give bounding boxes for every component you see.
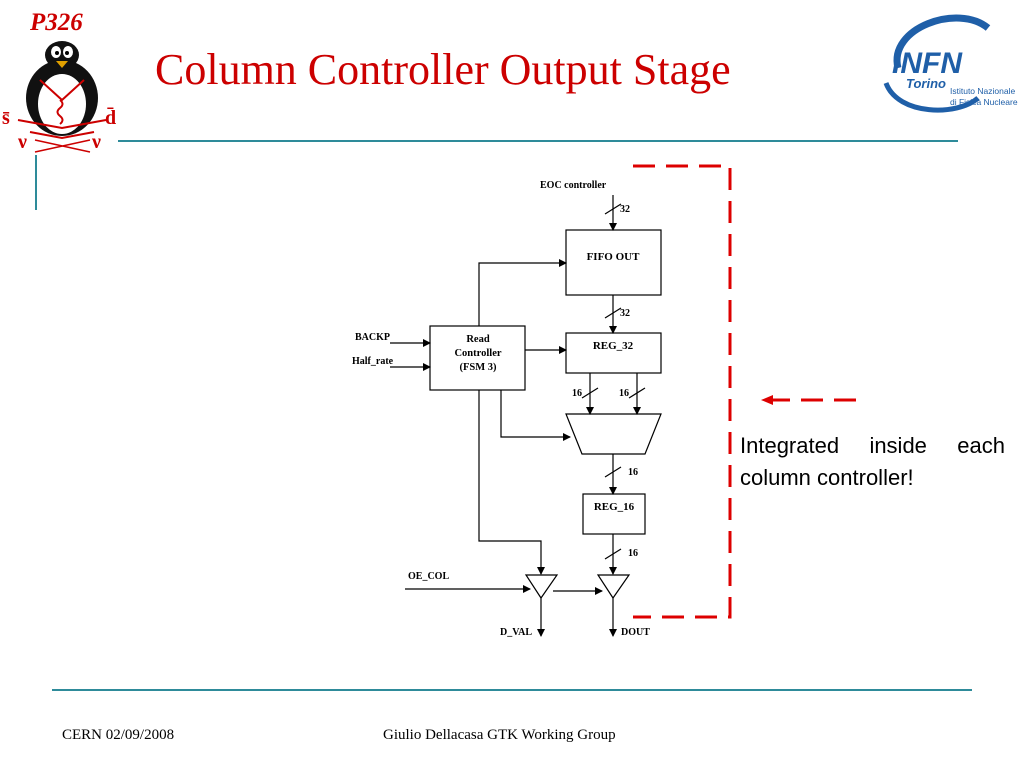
mux-width-label: 16 (628, 467, 638, 478)
left-divider (35, 155, 37, 210)
dout-label: DOUT (621, 627, 650, 638)
fifo-width-label: 32 (620, 308, 630, 319)
fifo-out-label: FIFO OUT (587, 251, 641, 263)
footer-date: CERN 02/09/2008 (62, 727, 175, 743)
left-width-label: 16 (572, 388, 582, 399)
infn-line2: di Fisica Nucleare (950, 97, 1018, 107)
backp-label: BACKP (355, 332, 390, 343)
p326-symbol-s: s̄ (2, 107, 10, 129)
p326-symbol-nu-left: ν (17, 131, 27, 153)
eoc-bus-tick (604, 203, 622, 215)
infn-arc-icon (893, 14, 991, 69)
right-width-label: 16 (619, 388, 629, 399)
read-ctrl-line1: Read (466, 334, 489, 345)
reg16-width-label: 16 (628, 548, 638, 559)
p326-logo: P326 s̄ d̄ ν ν (2, 9, 116, 153)
reg16-bus-tick (604, 548, 622, 560)
eoc-label: EOC controller (540, 180, 607, 191)
dout-buffer (596, 574, 631, 600)
integration-bracket (633, 164, 732, 619)
p326-symbol-d: d̄ (105, 106, 116, 129)
penguin-icon (17, 41, 107, 153)
reg16-label: REG_16 (594, 501, 635, 513)
mux-block (565, 413, 662, 455)
integration-note: Integrated inside each column controller… (740, 433, 1005, 490)
bottom-divider (52, 689, 972, 691)
top-divider (118, 140, 958, 142)
footer-author: Giulio Dellacasa GTK Working Group (383, 727, 616, 743)
fifo-bus-tick (604, 307, 622, 319)
dval-buffer (524, 574, 559, 600)
ctrl-mux-wire (500, 390, 571, 441)
eoc-width-label: 32 (620, 204, 630, 215)
infn-torino: Torino (906, 76, 946, 91)
mux-bus-tick (604, 466, 622, 478)
read-ctrl-line3: (FSM 3) (459, 362, 497, 373)
page-title: Column Controller Output Stage (155, 45, 731, 94)
ctrl-fifo-wire (478, 259, 567, 326)
right-bus-tick (628, 387, 646, 399)
read-controller-block (429, 325, 526, 391)
reg32-block (565, 332, 662, 374)
infn-logo: INFN Torino Istituto Nazionale di Fisica… (883, 14, 1018, 113)
reg32-label: REG_32 (593, 340, 634, 352)
p326-symbol-nu-right: ν (91, 131, 101, 153)
left-bus-tick (581, 387, 599, 399)
ctrl-dval-wire (478, 390, 545, 575)
read-ctrl-line2: Controller (454, 348, 501, 359)
p326-logo-label: P326 (29, 9, 83, 36)
infn-text: INFN (892, 47, 963, 80)
oe-col-label: OE_COL (408, 571, 449, 582)
infn-line1: Istituto Nazionale (950, 86, 1015, 96)
dval-label: D_VAL (500, 627, 532, 638)
half-rate-label: Half_rate (352, 356, 394, 367)
reg16-block (582, 493, 646, 535)
